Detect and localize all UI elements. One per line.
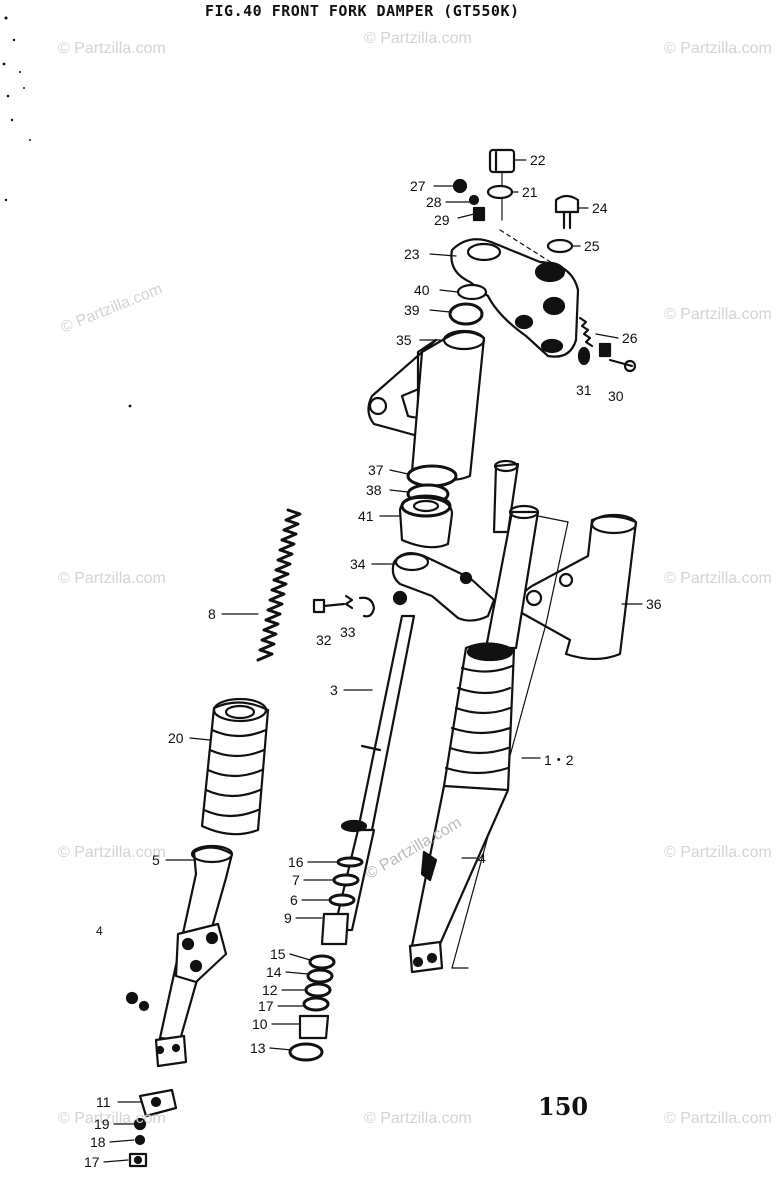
- ring-17: [302, 996, 330, 1012]
- watermark: © Partzilla.com: [664, 1110, 772, 1127]
- callout-26: 26: [622, 330, 638, 346]
- callout-13: 13: [250, 1040, 266, 1056]
- leader-lines: [103, 159, 643, 1163]
- callout-37: 37: [368, 462, 384, 478]
- page-number: 150: [538, 1092, 589, 1121]
- callout-30: 30: [608, 388, 624, 404]
- stray-mark: 4: [96, 924, 103, 938]
- callout-12: 12: [262, 982, 278, 998]
- callout-18: 18: [90, 1134, 106, 1150]
- headlight-bracket-36: [518, 513, 638, 661]
- ring-13: [288, 1042, 324, 1062]
- callout-33: 33: [340, 624, 356, 640]
- bolt-loose-2: [138, 1000, 150, 1012]
- callout-28: 28: [426, 194, 442, 210]
- spacer-41: [398, 494, 454, 549]
- outer-boot-4: [442, 642, 516, 796]
- watermark: © Partzilla.com: [58, 570, 166, 587]
- watermark: © Partzilla.com: [664, 570, 772, 587]
- watermark: © Partzilla.com: [664, 844, 772, 861]
- callout-5: 5: [152, 852, 160, 868]
- ring-6: [328, 893, 356, 907]
- callout-11: 11: [96, 1094, 111, 1110]
- callout-38: 38: [366, 482, 382, 498]
- callout-29: 29: [434, 212, 450, 228]
- watermark: © Partzilla.com: [58, 40, 166, 57]
- callout-17: 17: [258, 998, 274, 1014]
- callout-16: 16: [288, 854, 304, 870]
- outer-tube-4: [408, 784, 510, 974]
- callout-17-lower: 17: [84, 1154, 100, 1170]
- axle-holder-11: [138, 1088, 178, 1118]
- callout-25: 25: [584, 238, 600, 254]
- callout-15: 15: [270, 946, 286, 962]
- callout-36: 36: [646, 596, 662, 612]
- callout-34: 34: [350, 556, 366, 572]
- watermark: © Partzilla.com: [364, 30, 472, 47]
- watermark: © Partzilla.com: [58, 844, 166, 861]
- callout-40: 40: [414, 282, 430, 298]
- bolt-24: [554, 194, 580, 230]
- ring-12: [304, 982, 332, 998]
- scan-speckles: [2, 16, 132, 408]
- bolt-loose: [125, 991, 139, 1005]
- small-parts-27-28-29: [452, 178, 486, 222]
- watermark: © Partzilla.com: [58, 1110, 166, 1127]
- washer-25: [546, 238, 574, 254]
- washer-19: [133, 1117, 147, 1131]
- watermark: © Partzilla.com: [664, 306, 772, 323]
- callout-23: 23: [404, 246, 420, 262]
- ring-14: [306, 968, 334, 984]
- callout-8: 8: [208, 606, 216, 622]
- watermark: © Partzilla.com: [664, 40, 772, 57]
- fork-spring-8: [256, 508, 302, 662]
- ring-40: [456, 283, 488, 301]
- piston-10: [298, 1014, 330, 1040]
- callout-32: 32: [316, 632, 332, 648]
- callout-10: 10: [252, 1016, 268, 1032]
- nut-17: [128, 1152, 148, 1168]
- callout-22: 22: [530, 152, 546, 168]
- ring-15: [308, 954, 336, 970]
- part-31: [577, 346, 591, 366]
- callout-27: 27: [410, 178, 426, 194]
- figure-title: FIG.40 FRONT FORK DAMPER (GT550K): [205, 2, 520, 20]
- callout-31: 31: [576, 382, 592, 398]
- watermark: © Partzilla.com: [364, 1110, 472, 1127]
- callout-4: 4: [478, 850, 486, 866]
- callout-9: 9: [284, 910, 292, 926]
- callout-3: 3: [330, 682, 338, 698]
- callout-24: 24: [592, 200, 608, 216]
- callout-14: 14: [266, 964, 282, 980]
- ring-37: [406, 464, 458, 488]
- callout-7: 7: [292, 872, 300, 888]
- spring-26: [578, 316, 594, 348]
- ring-7: [332, 873, 360, 887]
- washer-21: [486, 184, 514, 200]
- upper-cover-35: [367, 329, 486, 482]
- bolt-30: [598, 342, 637, 373]
- callout-19: 19: [94, 1116, 110, 1132]
- callout-41: 41: [358, 508, 374, 524]
- sleeve-9: [320, 912, 350, 946]
- callout-20: 20: [168, 730, 184, 746]
- nut-18: [134, 1134, 146, 1146]
- ring-16: [336, 856, 364, 868]
- upper-bracket-23: [450, 229, 580, 358]
- callout-35: 35: [396, 332, 412, 348]
- bolt-32-33: [312, 594, 376, 618]
- outer-tube-5: [154, 844, 234, 1068]
- ring-39: [448, 302, 484, 326]
- lower-bracket-34: [391, 551, 496, 622]
- callout-39: 39: [404, 302, 420, 318]
- callout-1-2: 1・2: [544, 752, 574, 768]
- callout-21: 21: [522, 184, 538, 200]
- inner-tube-assembly: [451, 459, 569, 969]
- callout-6: 6: [290, 892, 298, 908]
- dust-boot-20: [200, 697, 270, 836]
